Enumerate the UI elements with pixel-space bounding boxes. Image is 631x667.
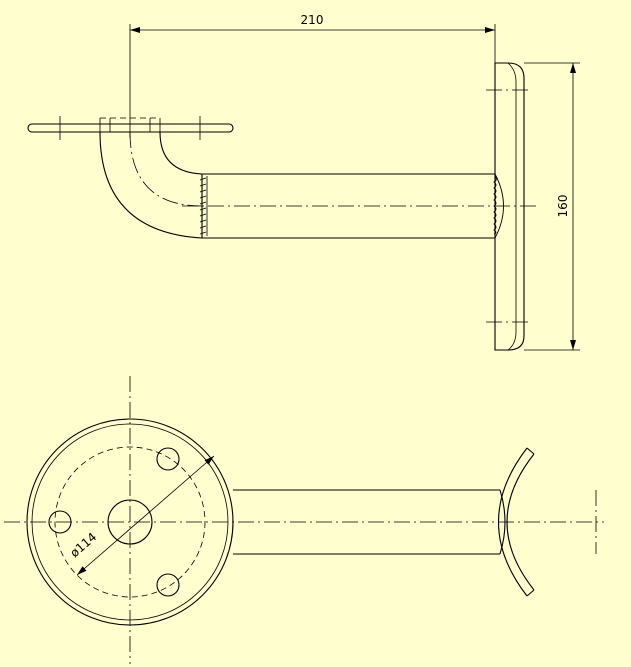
dimension-length: 210	[129, 13, 496, 138]
dimension-bolt-circle-label: ø114	[67, 530, 99, 560]
plan-view: ø114	[4, 376, 604, 664]
dimension-height-label: 160	[556, 195, 570, 218]
plan-wall-plate	[497, 447, 597, 597]
bent-tube	[99, 131, 495, 239]
top-flange-plate	[27, 116, 234, 140]
dimension-bolt-circle: ø114	[67, 455, 215, 576]
dimension-height: 160	[524, 62, 580, 351]
bolt-hole-top	[156, 447, 180, 471]
dimension-length-label: 210	[301, 13, 324, 27]
weld-bead-left	[199, 176, 208, 236]
wall-plate	[486, 62, 530, 351]
weld-bead-right	[493, 173, 504, 239]
side-view: 210 160	[27, 13, 580, 351]
bolt-hole-bottom	[156, 573, 180, 597]
